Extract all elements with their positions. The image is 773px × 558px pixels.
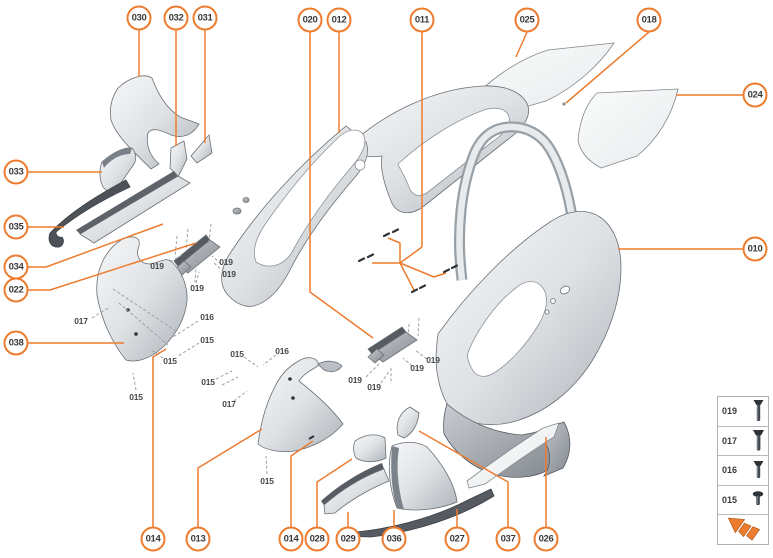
callout-034[interactable]: 034 — [3, 254, 29, 280]
glass-panel-024 — [577, 88, 679, 169]
panel-hole — [354, 159, 366, 171]
fastener-label-017: 017 — [222, 399, 236, 409]
fastener-label-015: 015 — [260, 476, 274, 486]
fastener-label-019: 019 — [426, 355, 440, 365]
fastener-label-015: 015 — [163, 356, 177, 366]
screws-011 — [357, 228, 459, 294]
part-036-arch-trim — [388, 441, 458, 511]
fastener-label-016: 016 — [200, 312, 214, 322]
callout-036[interactable]: 036 — [381, 526, 407, 552]
callout-014b[interactable]: 014 — [278, 526, 304, 552]
callout-029[interactable]: 029 — [335, 526, 361, 552]
callout-030[interactable]: 030 — [126, 5, 152, 31]
part-031-trim — [190, 134, 213, 164]
pan-head-screw-short-icon — [752, 490, 764, 505]
part-033-edge — [102, 147, 132, 168]
fastener-label-019: 019 — [222, 269, 236, 279]
fastener-label-019: 019 — [410, 363, 424, 373]
legend-row-016: 016 — [718, 456, 768, 486]
legend-part-number: 017 — [722, 435, 738, 446]
callout-010[interactable]: 010 — [742, 236, 768, 262]
fastener-label-015: 015 — [201, 377, 215, 387]
callout-022[interactable]: 022 — [3, 277, 29, 303]
fastener-label-019: 019 — [190, 283, 204, 293]
fastener-label-015: 015 — [129, 392, 143, 402]
legend-part-number: 016 — [722, 465, 738, 476]
callout-033[interactable]: 033 — [3, 159, 29, 185]
countersunk-bolt-long-icon — [753, 429, 764, 451]
leader-lines — [28, 30, 743, 527]
screw-mark — [288, 377, 292, 381]
part-034-strip — [79, 175, 191, 244]
fastener-label-017: 017 — [74, 316, 88, 326]
door-hole — [550, 298, 556, 304]
callout-032[interactable]: 032 — [163, 5, 189, 31]
part-035-seal-strip — [48, 179, 131, 248]
fastener-label-019: 019 — [367, 382, 381, 392]
callout-038[interactable]: 038 — [3, 330, 29, 356]
part-shapes — [48, 42, 679, 538]
fastener-label-015: 015 — [200, 335, 214, 345]
part-028-bracket — [353, 434, 387, 463]
part-029-sill-trim-body — [323, 468, 390, 515]
callout-020[interactable]: 020 — [297, 7, 323, 33]
dashed-leader-lines — [91, 223, 428, 475]
part-036-edge — [391, 446, 404, 509]
fastener-legend: 019 017 016 015 — [717, 396, 769, 545]
legend-row-direction — [718, 515, 768, 544]
callout-028[interactable]: 028 — [304, 526, 330, 552]
part-037-trim — [396, 406, 420, 439]
legend-row-017: 017 — [718, 427, 768, 456]
callout-012[interactable]: 012 — [326, 7, 352, 33]
part-013-b-pillar-trim — [257, 357, 344, 452]
part-034-edge — [76, 171, 178, 234]
clip-dot-018 — [562, 102, 566, 106]
legend-part-number: 015 — [722, 494, 738, 505]
screw-mark — [134, 332, 138, 336]
callout-011[interactable]: 011 — [409, 7, 435, 33]
hinge-boss — [232, 207, 242, 215]
part-010-door-skin-hole — [467, 281, 547, 377]
callout-027[interactable]: 027 — [444, 526, 470, 552]
fastener-label-019: 019 — [219, 257, 233, 267]
door-hole — [544, 309, 550, 315]
callout-024[interactable]: 024 — [742, 82, 768, 108]
callout-025[interactable]: 025 — [514, 7, 540, 33]
part-030-a-pillar-trim — [110, 75, 200, 170]
part-013-horn — [317, 360, 343, 373]
legend-part-number: 019 — [722, 406, 738, 417]
part-020-bracket-foot — [367, 348, 385, 364]
part-014-clip — [308, 435, 315, 440]
part-010-sill — [443, 403, 560, 478]
fastener-label-019: 019 — [150, 261, 164, 271]
part-032-trim — [169, 140, 188, 178]
callout-014[interactable]: 014 — [140, 526, 166, 552]
fastener-label-015: 015 — [230, 349, 244, 359]
callout-037[interactable]: 037 — [495, 526, 521, 552]
callout-031[interactable]: 031 — [192, 5, 218, 31]
callout-018[interactable]: 018 — [636, 7, 662, 33]
hinge-boss — [242, 197, 250, 203]
fastener-label-019: 019 — [348, 375, 362, 385]
callout-013[interactable]: 013 — [185, 526, 211, 552]
legend-row-015: 015 — [718, 486, 768, 515]
door-hole — [559, 285, 571, 295]
callout-026[interactable]: 026 — [533, 526, 559, 552]
legend-row-019: 019 — [718, 397, 768, 427]
callout-035[interactable]: 035 — [3, 214, 29, 240]
countersunk-bolt-long-icon — [753, 400, 764, 422]
fastener-label-016: 016 — [275, 346, 289, 356]
direction-arrow-icon — [727, 517, 760, 541]
countersunk-bolt-medium-icon — [753, 461, 764, 479]
screw-mark — [291, 396, 295, 400]
